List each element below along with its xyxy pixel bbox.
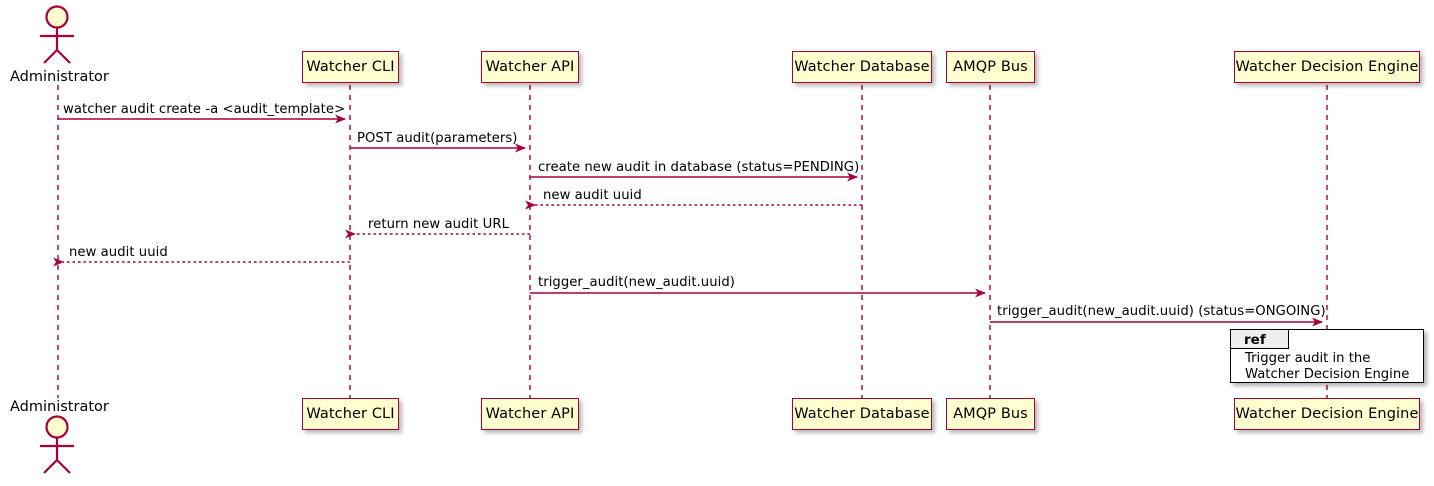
ref-fragment: ref Trigger audit in the Watcher Decisio… — [1230, 329, 1424, 383]
message-label-watcher-audit-create: watcher audit create -a <audit_template> — [63, 102, 346, 117]
participant-amqp-bus-top[interactable]: AMQP Bus — [946, 51, 1035, 83]
ref-fragment-body: Trigger audit in the Watcher Decision En… — [1245, 351, 1409, 383]
message-label-new-audit-uuid-db: new audit uuid — [543, 188, 642, 203]
message-label-trigger-audit: trigger_audit(new_audit.uuid) — [538, 275, 735, 290]
actor-administrator-bottom — [40, 415, 74, 474]
ref-fragment-line-1: Trigger audit in the — [1245, 351, 1371, 366]
message-arrows — [53, 114, 1323, 327]
participant-watcher-cli-top[interactable]: Watcher CLI — [302, 51, 399, 83]
ref-fragment-tab — [1231, 330, 1289, 349]
participant-amqp-bus-bottom[interactable]: AMQP Bus — [946, 398, 1035, 430]
actor-label-administrator-top: Administrator — [10, 69, 109, 85]
actor-administrator-top — [40, 5, 74, 64]
ref-fragment-line-2: Watcher Decision Engine — [1245, 367, 1410, 382]
message-label-create-new-audit: create new audit in database (status=PEN… — [538, 160, 860, 175]
participant-watcher-database-top[interactable]: Watcher Database — [792, 51, 932, 83]
message-label-new-audit-uuid-cli: new audit uuid — [69, 245, 168, 260]
participant-watcher-decision-engine-bottom[interactable]: Watcher Decision Engine — [1234, 398, 1420, 430]
participant-watcher-api-top[interactable]: Watcher API — [481, 51, 579, 83]
participant-watcher-cli-bottom[interactable]: Watcher CLI — [302, 398, 399, 430]
participant-watcher-database-bottom[interactable]: Watcher Database — [792, 398, 932, 430]
ref-fragment-tab-label: ref — [1244, 332, 1266, 348]
message-label-trigger-audit-ongoing: trigger_audit(new_audit.uuid) (status=ON… — [997, 304, 1326, 319]
participant-watcher-decision-engine-top[interactable]: Watcher Decision Engine — [1234, 51, 1420, 83]
message-label-post-audit: POST audit(parameters) — [357, 131, 518, 146]
lifelines — [57, 85, 1328, 398]
actor-label-administrator-bottom: Administrator — [10, 399, 109, 415]
participant-watcher-api-bottom[interactable]: Watcher API — [481, 398, 579, 430]
message-label-return-new-audit-url: return new audit URL — [368, 217, 509, 232]
